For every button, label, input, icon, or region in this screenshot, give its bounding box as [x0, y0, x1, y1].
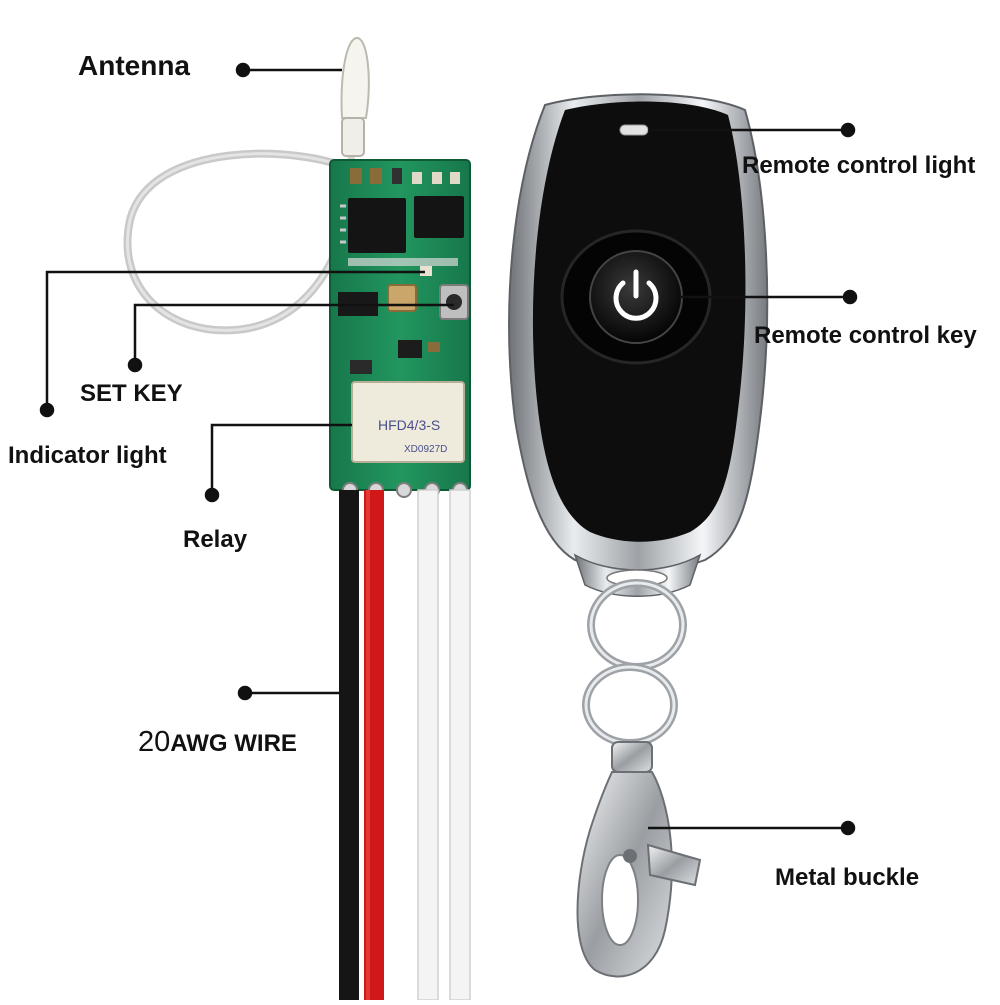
wire-white-2 — [449, 489, 471, 1001]
relay-marking-1: HFD4/3-S — [378, 417, 440, 433]
relay-marking-2: XD0927D — [404, 444, 447, 455]
wire-white-1 — [417, 489, 439, 1001]
label-awg-wire: 20AWG WIRE — [138, 726, 297, 759]
relay-component: HFD4/3-S XD0927D — [351, 381, 465, 463]
ic-chip-left — [340, 198, 406, 253]
label-relay: Relay — [183, 526, 248, 553]
receiver-pcb: HFD4/3-S XD0927D — [329, 159, 471, 498]
set-key-button — [439, 284, 469, 320]
label-remote-key: Remote control key — [754, 322, 977, 349]
label-antenna: Antenna — [78, 50, 190, 81]
leader-lines — [39, 62, 858, 836]
wires — [339, 489, 471, 1001]
remote-light — [619, 124, 649, 136]
wire-gauge-text: AWG WIRE — [170, 730, 297, 757]
indicator-led — [420, 266, 432, 276]
wire-black — [339, 490, 359, 1000]
label-set-key: SET KEY — [80, 380, 183, 407]
label-remote-light: Remote control light — [742, 152, 976, 179]
ic-chip-right — [414, 196, 464, 238]
label-indicator-light: Indicator light — [8, 442, 167, 469]
metal-buckle — [576, 579, 702, 978]
label-metal-buckle: Metal buckle — [775, 864, 920, 891]
remote-key — [589, 250, 683, 344]
wire-gauge-number: 20 — [138, 726, 171, 758]
remote-control — [508, 93, 769, 597]
power-icon — [613, 269, 659, 321]
